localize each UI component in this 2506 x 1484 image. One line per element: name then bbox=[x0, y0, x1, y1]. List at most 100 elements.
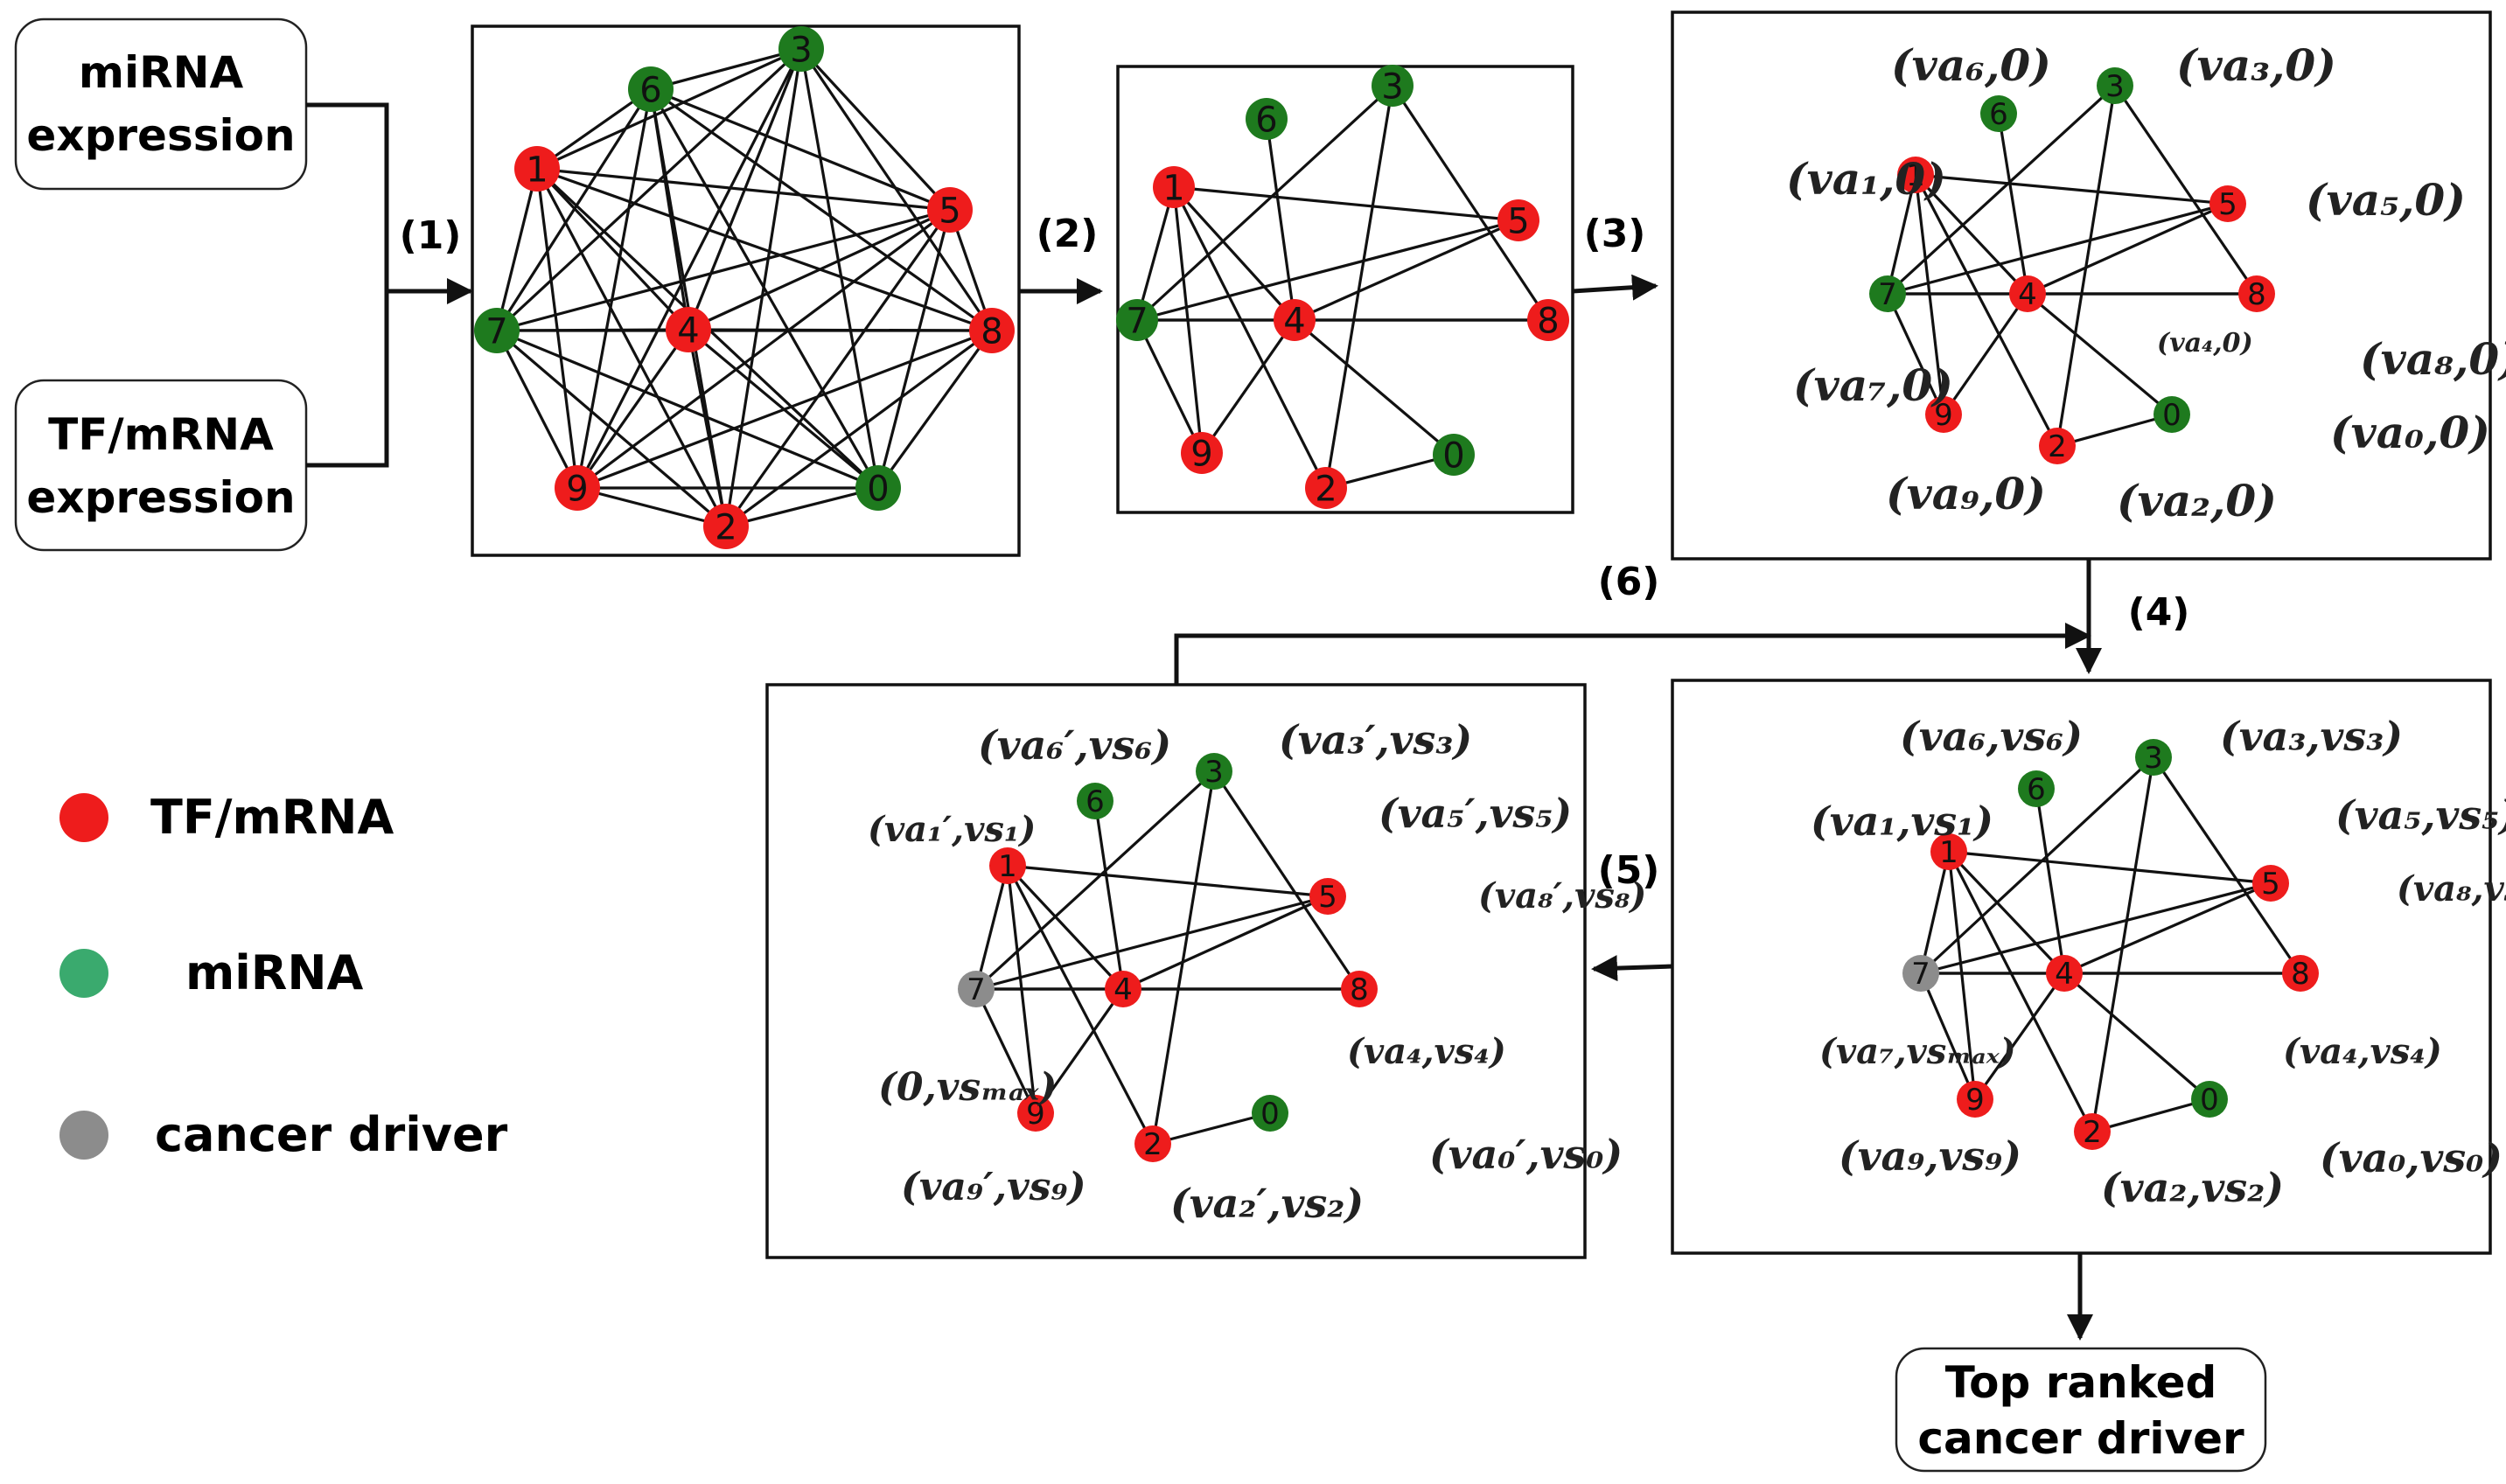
edge-4-9 bbox=[1200, 319, 1296, 454]
node-label-5: 5 bbox=[1507, 201, 1529, 241]
node-5 bbox=[1309, 878, 1346, 915]
node-label-6: 6 bbox=[2027, 772, 2046, 807]
score-label-node-1: (va₁,vs₁) bbox=[1811, 798, 1993, 845]
edge-3-2 bbox=[1151, 770, 1216, 1145]
node-1 bbox=[1897, 157, 1934, 193]
node-8 bbox=[1341, 971, 1378, 1007]
score-label-node-9: (va₉′,vs₉) bbox=[901, 1165, 1086, 1209]
node-label-7: 7 bbox=[1126, 301, 1148, 341]
edge-4-0 bbox=[2026, 292, 2174, 416]
node-0 bbox=[2153, 396, 2190, 433]
edge-7-5 bbox=[1887, 202, 2229, 296]
edge-7-9 bbox=[1919, 972, 1977, 1100]
node-0 bbox=[855, 465, 901, 511]
score-label-node-5: (va₅,vs₅) bbox=[2335, 791, 2506, 839]
node-label-5: 5 bbox=[1318, 880, 1337, 915]
node-7 bbox=[1902, 955, 1939, 992]
edge-4-5 bbox=[2027, 202, 2229, 296]
node-4 bbox=[2046, 955, 2083, 992]
edge-0-3 bbox=[799, 48, 880, 489]
edge-7-9 bbox=[1886, 293, 1945, 415]
score-label-node-3: (va₃′,vs₃) bbox=[1279, 716, 1472, 763]
input-merge-connector bbox=[306, 102, 473, 468]
node-label-8: 8 bbox=[1350, 972, 1369, 1007]
score-label-node-1: (va₁′,vs₁) bbox=[868, 809, 1036, 850]
edge-3-7 bbox=[974, 770, 1216, 991]
score-label-node-9: (va₉,0) bbox=[1886, 468, 2046, 519]
edge-3-7 bbox=[495, 47, 803, 332]
output-line1: Top ranked bbox=[1945, 1357, 2217, 1408]
step-3-label: (3) bbox=[1584, 212, 1646, 256]
score-label-node-0: (va₀,0) bbox=[2330, 407, 2490, 458]
edge-6-7 bbox=[495, 88, 653, 331]
node-9 bbox=[1957, 1081, 1993, 1118]
edge-3-7 bbox=[1886, 84, 2117, 296]
edge-4-9 bbox=[1034, 988, 1125, 1114]
node-label-0: 0 bbox=[867, 469, 889, 509]
node-label-4: 4 bbox=[677, 310, 699, 351]
score-label-node-9: (va₉,vs₉) bbox=[1839, 1132, 2021, 1180]
node-label-8: 8 bbox=[2247, 277, 2266, 312]
edge-4-5 bbox=[688, 208, 951, 331]
score-label-node-7: (va₇,0) bbox=[1793, 359, 1953, 411]
legend-label-mirna: miRNA bbox=[185, 945, 364, 1000]
edge-1-8 bbox=[536, 167, 993, 332]
edge-4-9 bbox=[1973, 972, 2066, 1100]
edge-1-7 bbox=[974, 865, 1009, 990]
node-label-3: 3 bbox=[1204, 755, 1224, 790]
node-6 bbox=[1077, 783, 1113, 819]
node-2 bbox=[1134, 1125, 1171, 1162]
node-label-1: 1 bbox=[1939, 835, 1958, 870]
step-5-label: (5) bbox=[1598, 848, 1660, 893]
edge-1-6 bbox=[536, 87, 652, 171]
edge-7-9 bbox=[495, 330, 579, 489]
node-6 bbox=[1980, 95, 2017, 132]
node-label-0: 0 bbox=[2162, 398, 2181, 433]
node-label-4: 4 bbox=[2018, 277, 2037, 312]
node-5 bbox=[2252, 865, 2289, 902]
node-3 bbox=[1372, 65, 1414, 107]
step-2-label: (2) bbox=[1037, 212, 1099, 256]
score-label-node-7: (va₇,vsₘₐₓ) bbox=[1819, 1031, 2016, 1072]
edge-4-9 bbox=[1942, 293, 2029, 415]
edge-2-0 bbox=[2091, 1097, 2210, 1133]
tf-mrna-expression-box: TF/mRNA expression bbox=[14, 379, 308, 552]
node-label-4: 4 bbox=[1283, 301, 1305, 341]
node-label-9: 9 bbox=[1026, 1097, 1045, 1132]
score-label-node-2: (va₂′,vs₂) bbox=[1170, 1180, 1364, 1227]
edge-1-2 bbox=[1947, 851, 2094, 1132]
edge-3-8 bbox=[2113, 85, 2258, 295]
edge-1-2 bbox=[535, 168, 728, 527]
node-label-3: 3 bbox=[2105, 69, 2125, 104]
edge-7-5 bbox=[1920, 881, 2272, 975]
edge-2-7 bbox=[495, 329, 728, 528]
node-label-7: 7 bbox=[967, 972, 986, 1007]
node-1 bbox=[1153, 166, 1195, 208]
node-2 bbox=[703, 504, 749, 549]
node-8 bbox=[1527, 299, 1569, 341]
edge-3-2 bbox=[2056, 85, 2117, 447]
edge-1-7 bbox=[1886, 174, 1917, 295]
node-label-7: 7 bbox=[1911, 957, 1930, 992]
step-4-label: (4) bbox=[2128, 590, 2190, 635]
edge-2-8 bbox=[725, 329, 993, 528]
node-label-3: 3 bbox=[2144, 741, 2163, 776]
edge-7-9 bbox=[1135, 319, 1204, 454]
edge-3-2 bbox=[2091, 756, 2155, 1132]
arrow-step-3 bbox=[1572, 274, 1658, 301]
score-label-node-3: (va₃,vs₃) bbox=[2220, 713, 2403, 760]
edge-3-7 bbox=[1919, 756, 2155, 975]
score-label-node-8: (va₈′,vs₈) bbox=[1478, 875, 1646, 916]
node-label-6: 6 bbox=[1989, 97, 2008, 132]
score-label-node-0: (va₀′,vs₀) bbox=[1429, 1131, 1623, 1178]
edge-1-4 bbox=[535, 167, 690, 331]
node-4 bbox=[1274, 299, 1316, 341]
updated-network-panel bbox=[765, 683, 1587, 1259]
score-label-node-5: (va₅′,vs₅) bbox=[1379, 790, 1572, 837]
mirna-expression-line1: miRNA bbox=[79, 47, 244, 98]
edge-3-4 bbox=[687, 48, 803, 331]
initial-score-panel bbox=[1671, 10, 2492, 561]
edge-1-5 bbox=[1173, 185, 1519, 222]
